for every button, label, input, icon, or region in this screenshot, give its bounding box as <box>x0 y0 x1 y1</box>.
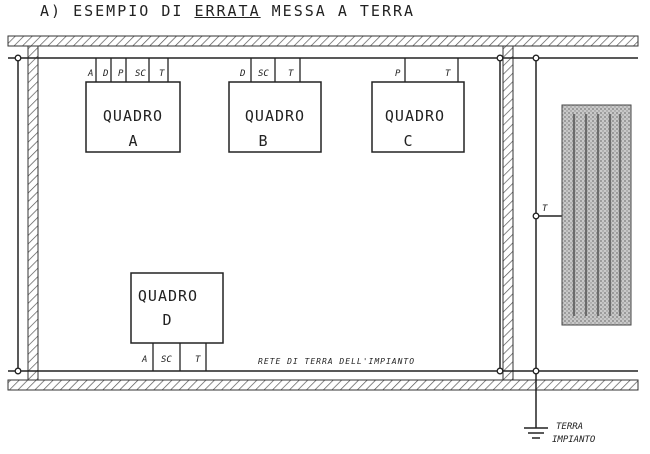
panel-letter: C <box>403 132 412 150</box>
terminal-label: P <box>395 69 401 79</box>
junction-point <box>496 54 504 62</box>
terminal-label: A <box>87 69 93 79</box>
panel-title: QUADRO <box>138 287 198 305</box>
title-post: MESSA A TERRA <box>271 2 416 20</box>
terminal-label: D <box>239 69 245 79</box>
panel-title: QUADRO <box>103 107 163 125</box>
middle-wall <box>502 45 514 381</box>
top-wall <box>7 35 639 47</box>
panel-b: QUADRO B D SC T <box>228 58 322 153</box>
panel-box <box>85 81 181 153</box>
terminal-label: P <box>118 69 124 79</box>
building-walls <box>7 35 639 391</box>
left-wall <box>27 45 39 381</box>
diagram-title: A) ESEMPIO DI ERRATA MESSA A TERRA <box>40 2 415 20</box>
panel-box <box>130 272 224 344</box>
terminal-label: T <box>195 355 201 365</box>
panel-d: QUADRO D A SC T <box>130 272 224 371</box>
earth-network <box>8 57 638 428</box>
junction-point <box>14 54 22 62</box>
panel-a: QUADRO A A D P SC T <box>85 58 181 153</box>
title-underlined: ERRATA <box>194 2 261 20</box>
junction-point <box>14 367 22 375</box>
bottom-wall <box>7 379 639 391</box>
panel-letter: A <box>128 132 137 150</box>
terminal-label: T <box>445 69 451 79</box>
terminal-label: A <box>141 355 147 365</box>
title-pre: ESEMPIO DI <box>73 2 184 20</box>
junction-point <box>496 367 504 375</box>
terminal-label: SC <box>135 69 146 79</box>
terminal-label: D <box>102 69 108 79</box>
panel-letter: B <box>258 132 267 150</box>
terminal-label: SC <box>258 69 269 79</box>
earth-label-line2: IMPIANTO <box>552 435 596 445</box>
panel-title: QUADRO <box>385 107 445 125</box>
terminal-label: T <box>288 69 294 79</box>
shaded-block <box>561 104 632 326</box>
title-prefix: A) <box>40 2 63 20</box>
junction-points <box>14 54 540 375</box>
panel-c: QUADRO C P T <box>371 58 465 153</box>
earth-label-line1: TERRA <box>556 422 583 432</box>
terminal-label: SC <box>161 355 172 365</box>
junction-point <box>532 367 540 375</box>
junction-point <box>532 54 540 62</box>
junction-point <box>532 212 540 220</box>
network-label: RETE DI TERRA DELL'IMPIANTO <box>258 357 415 366</box>
ground-node-label: T <box>542 204 548 214</box>
panel-letter: D <box>162 311 171 329</box>
earth-symbol-icon <box>524 427 548 439</box>
terminal-label: T <box>159 69 165 79</box>
panel-box <box>371 81 465 153</box>
panel-title: QUADRO <box>245 107 305 125</box>
